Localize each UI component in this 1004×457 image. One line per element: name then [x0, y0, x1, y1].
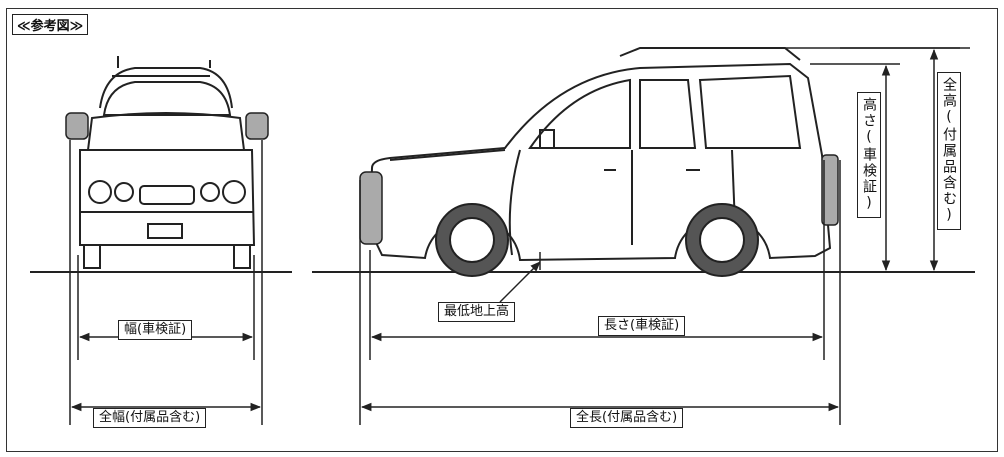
front-extension-lines	[69, 140, 263, 425]
front-mirrors	[65, 112, 269, 140]
overall-length-label: 全長(付属品含む)	[570, 408, 684, 428]
width-label: 幅(車検証)	[118, 320, 193, 340]
length-label: 長さ(車検証)	[598, 316, 686, 336]
overall-width-label: 全幅(付属品含む)	[93, 408, 207, 428]
height-label: 高さ(車検証)	[857, 92, 881, 218]
front-view-car	[79, 56, 256, 269]
reference-diagram-title: ≪参考図≫	[12, 14, 89, 35]
side-extension-lines	[359, 47, 970, 425]
ground-clearance-pointer	[499, 261, 541, 303]
min-ground-clearance-label: 最低地上高	[438, 302, 516, 322]
overall-height-label: 全高(付属品含む)	[937, 72, 961, 230]
side-bumper-parts	[359, 154, 839, 245]
side-wheels	[435, 203, 759, 277]
diagram-frame	[6, 8, 998, 452]
